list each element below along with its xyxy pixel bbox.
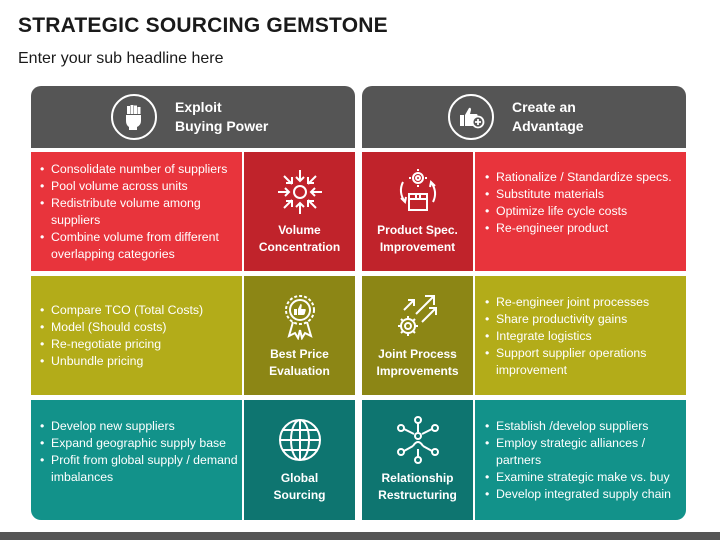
row2-left-label: Best Price Evaluation [269,347,330,378]
page-title: STRATEGIC SOURCING GEMSTONE [18,14,388,37]
right-header-title: Create an Advantage [512,99,584,134]
list-item: Employ strategic alliances / partners [485,435,683,469]
list-item: Re-negotiate pricing [40,336,240,353]
row1-left-label: Volume Concentration [258,223,341,254]
volume-concentration-icon [277,170,322,214]
list-item: Profit from global supply / demand imbal… [40,452,240,486]
row1-right-bullet-list: Rationalize / Standardize specs. Substit… [485,169,681,237]
list-item: Expand geographic supply base [40,435,240,452]
row2-right-bullet-list: Re-engineer joint processes Share produc… [485,294,681,379]
page-subtitle: Enter your sub headline here [18,50,224,67]
product-gear-cycle-icon [399,169,436,211]
gear-growth-arrows-icon [397,295,437,336]
row3-right-icon-panel: Relationship Restructuring [362,400,473,520]
list-item: Re-engineer joint processes [485,294,681,311]
row3-left-bullets-panel: Develop new suppliers Expand geographic … [31,400,242,520]
list-item: Combine volume from different overlappin… [40,229,240,263]
list-item: Compare TCO (Total Costs) [40,302,240,319]
row3-left-label: Global Sourcing [273,471,326,502]
row2-right-bullets-panel: Re-engineer joint processes Share produc… [475,276,686,395]
row3-left-bullet-list: Develop new suppliers Expand geographic … [40,418,240,486]
list-item: Pool volume across units [40,178,240,195]
row2-left-icon-panel: Best Price Evaluation [244,276,355,395]
list-item: Support supplier operations improvement [485,345,681,379]
list-item: Develop integrated supply chain [485,486,683,503]
row2-right-label: Joint Process Improvements [376,347,459,378]
row2-left-bullet-list: Compare TCO (Total Costs) Model (Should … [40,302,240,370]
list-item: Develop new suppliers [40,418,240,435]
list-item: Integrate logistics [485,328,681,345]
network-people-icon [396,416,439,464]
list-item: Rationalize / Standardize specs. [485,169,681,186]
row1-right-label: Product Spec. Improvement [377,223,458,254]
row1-right-bullets-panel: Rationalize / Standardize specs. Substit… [475,152,686,271]
badge-thumbs-up-icon [284,295,315,340]
row3-right-bullet-list: Establish /develop suppliers Employ stra… [485,418,683,503]
row1-left-bullet-list: Consolidate number of suppliers Pool vol… [40,161,240,263]
right-header: Create an Advantage [362,86,686,148]
left-header-title: Exploit Buying Power [175,99,269,134]
raised-fist-icon [111,94,157,140]
list-item: Share productivity gains [485,311,681,328]
globe-icon [278,419,321,461]
bottom-bar [0,532,720,540]
row2-right-icon-panel: Joint Process Improvements [362,276,473,395]
row1-left-bullets-panel: Consolidate number of suppliers Pool vol… [31,152,242,271]
row1-left-icon-panel: Volume Concentration [244,152,355,271]
list-item: Establish /develop suppliers [485,418,683,435]
thumbs-up-plus-icon [448,94,494,140]
list-item: Consolidate number of suppliers [40,161,240,178]
row3-right-bullets-panel: Establish /develop suppliers Employ stra… [475,400,686,520]
row2-left-bullets-panel: Compare TCO (Total Costs) Model (Should … [31,276,242,395]
list-item: Redistribute volume among suppliers [40,195,240,229]
row1-right-icon-panel: Product Spec. Improvement [362,152,473,271]
list-item: Re-engineer product [485,220,681,237]
list-item: Examine strategic make vs. buy [485,469,683,486]
row3-right-label: Relationship Restructuring [378,471,457,502]
list-item: Unbundle pricing [40,353,240,370]
list-item: Substitute materials [485,186,681,203]
row3-left-icon-panel: Global Sourcing [244,400,355,520]
left-header: Exploit Buying Power [31,86,355,148]
list-item: Model (Should costs) [40,319,240,336]
list-item: Optimize life cycle costs [485,203,681,220]
